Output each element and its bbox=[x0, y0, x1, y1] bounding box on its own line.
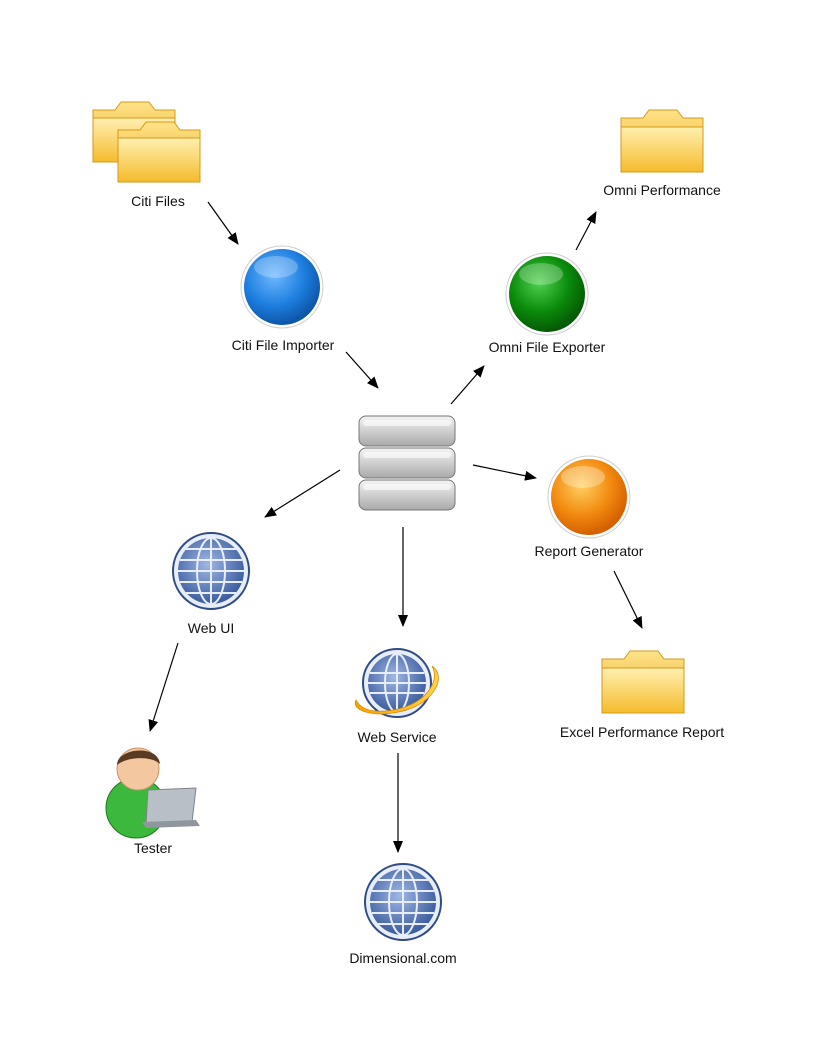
excel-performance-report-label: Excel Performance Report bbox=[559, 724, 725, 740]
web-ui-label: Web UI bbox=[187, 620, 235, 636]
user-laptop-icon[interactable] bbox=[105, 747, 200, 839]
folder-pair-icon[interactable] bbox=[92, 101, 201, 183]
globe-icon[interactable] bbox=[172, 532, 250, 610]
orange-process-circle-icon[interactable] bbox=[547, 455, 631, 539]
edges bbox=[148, 201, 643, 853]
edge-citi-files-to-importer bbox=[207, 201, 239, 245]
citi-file-importer-label: Citi File Importer bbox=[231, 337, 335, 353]
globe-icon[interactable] bbox=[364, 863, 442, 941]
blue-process-circle-icon[interactable] bbox=[240, 245, 324, 329]
citi-files-label: Citi Files bbox=[131, 193, 185, 209]
web-service-label: Web Service bbox=[357, 729, 437, 745]
dimensional-com-label: Dimensional.com bbox=[349, 950, 457, 966]
green-process-circle-icon[interactable] bbox=[505, 252, 589, 336]
edge-importer-to-database bbox=[345, 351, 379, 389]
omni-file-exporter-label: Omni File Exporter bbox=[488, 339, 606, 355]
edge-database-to-web-ui bbox=[264, 469, 341, 518]
folder-icon[interactable] bbox=[620, 109, 704, 173]
database-icon[interactable] bbox=[358, 415, 456, 511]
edge-database-to-report-generator bbox=[472, 464, 537, 481]
omni-performance-label: Omni Performance bbox=[603, 182, 721, 198]
folder-icon[interactable] bbox=[601, 650, 685, 714]
edge-database-to-exporter bbox=[450, 365, 485, 405]
tester-label: Tester bbox=[133, 840, 173, 856]
edge-report-generator-to-excel bbox=[613, 570, 643, 629]
globe-orbit-icon[interactable] bbox=[354, 648, 439, 718]
edge-exporter-to-omni-performance bbox=[575, 211, 597, 251]
edge-web-ui-to-tester bbox=[148, 642, 179, 732]
report-generator-label: Report Generator bbox=[534, 543, 644, 559]
